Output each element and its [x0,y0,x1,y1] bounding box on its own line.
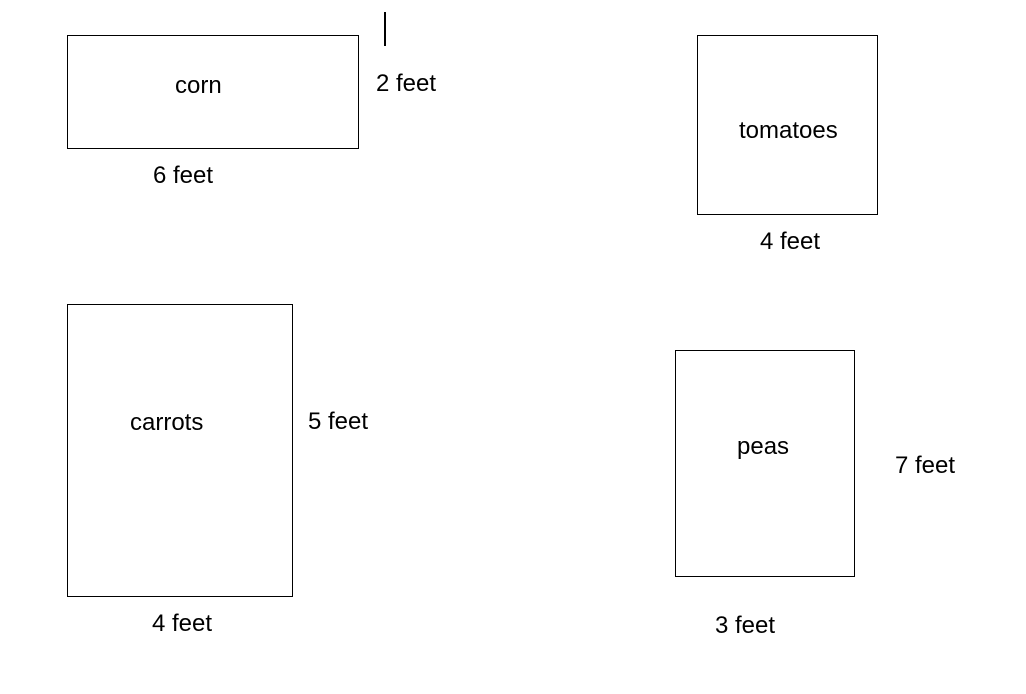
carrots-width-label: 4 feet [152,610,213,637]
peas-label: peas [737,433,790,460]
peas-width-label: 3 feet [715,612,776,639]
peas-plot-rectangle: peas [675,350,855,577]
carrots-plot-rectangle: carrots [67,304,293,597]
vertical-tick-mark [384,12,386,46]
corn-width-label: 6 feet [153,162,214,189]
carrots-label: carrots [130,409,204,436]
tomatoes-plot-rectangle: tomatoes [697,35,878,215]
corn-label: corn [175,72,222,99]
peas-height-label: 7 feet [895,452,956,479]
corn-height-label: 2 feet [376,70,437,97]
carrots-height-label: 5 feet [308,408,369,435]
tomatoes-label: tomatoes [739,117,838,144]
corn-plot-rectangle: corn [67,35,359,149]
tomatoes-width-label: 4 feet [760,228,821,255]
